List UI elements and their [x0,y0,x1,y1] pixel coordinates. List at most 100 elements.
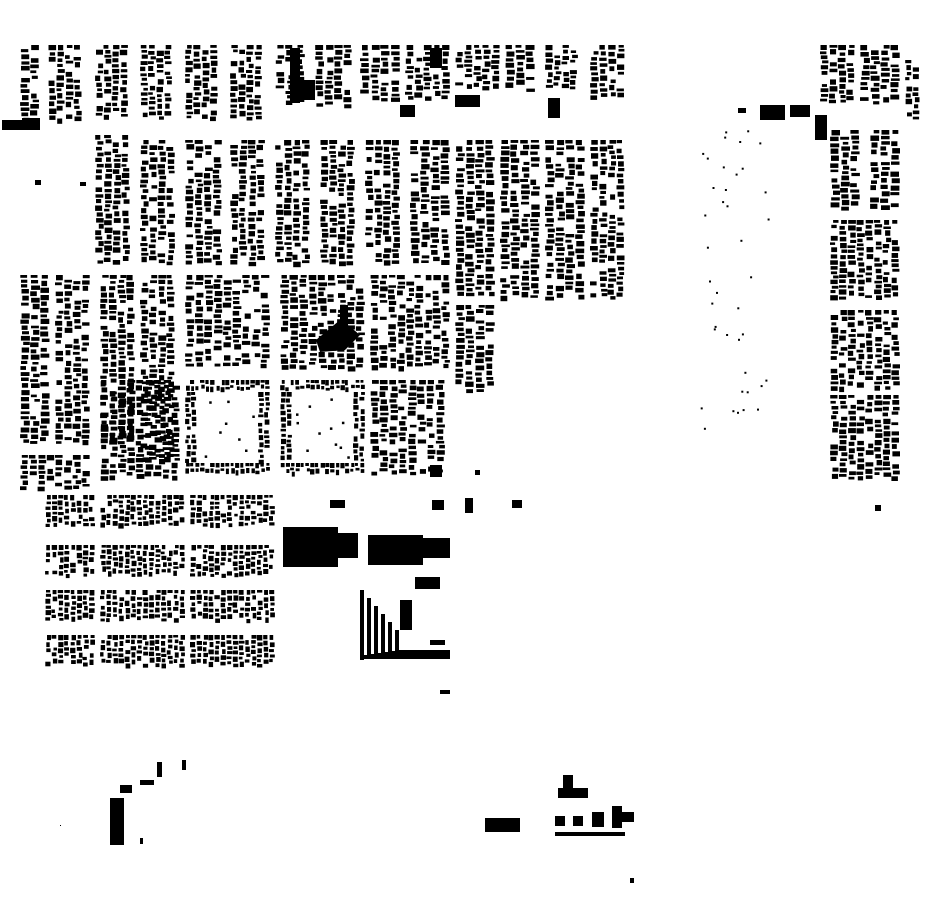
house-footprint [136,608,141,615]
house-footprint [179,641,183,645]
house-footprint [856,220,864,225]
house-footprint [81,434,90,439]
house-footprint [424,322,430,328]
house-footprint [476,174,482,179]
house-footprint [70,647,76,654]
house-footprint [457,211,465,217]
house-footprint [289,293,296,296]
house-footprint [112,86,119,91]
house-footprint [874,400,883,406]
house-footprint [203,339,211,343]
house-footprint [876,376,883,381]
house-footprint [357,344,364,350]
house-footprint [197,183,204,187]
house-footprint [530,157,540,162]
house-footprint [883,310,889,314]
house-footprint [195,300,201,305]
house-footprint [38,455,46,459]
house-footprint [111,409,118,415]
house-footprint [157,145,164,150]
house-footprint [466,196,473,203]
house-footprint [322,232,329,238]
house-footprint [432,325,440,329]
house-footprint [315,85,323,91]
house-footprint [71,660,76,664]
small-structure [741,167,744,170]
house-footprint [149,640,155,646]
house-footprint [883,418,891,425]
house-footprint [866,346,873,353]
house-footprint [190,607,196,612]
house-footprint [74,319,81,324]
house-footprint [82,423,90,428]
house-footprint [21,78,30,83]
house-footprint [486,363,493,369]
house-footprint [75,91,82,97]
house-footprint [161,602,167,606]
house-footprint [577,230,585,233]
house-footprint [161,635,166,639]
house-footprint [155,559,160,562]
house-footprint [464,74,473,78]
house-footprint [31,297,40,303]
house-footprint [399,453,406,459]
house-footprint [431,206,439,211]
house-footprint [555,237,564,242]
house-footprint [185,359,192,362]
house-footprint [346,353,355,359]
house-footprint [851,151,860,155]
house-footprint [100,310,108,315]
house-footprint [191,396,197,401]
house-footprint [872,94,880,99]
house-footprint [380,87,387,92]
house-footprint [485,150,492,156]
house-footprint [260,463,264,467]
house-footprint [40,353,50,358]
house-footprint [100,304,106,309]
house-footprint [521,195,529,200]
house-footprint [32,99,39,103]
house-footprint [391,470,397,475]
house-footprint [465,232,475,238]
large-building [622,812,634,822]
house-footprint [191,439,197,444]
house-footprint [104,240,112,244]
house-footprint [347,146,355,150]
house-footprint [151,354,156,359]
house-footprint [269,554,274,559]
house-footprint [870,75,880,81]
house-footprint [265,407,270,411]
house-footprint [109,315,117,321]
house-footprint [158,286,165,291]
house-footprint [600,88,608,92]
house-footprint [847,271,855,278]
house-footprint [383,254,390,259]
house-footprint [860,45,868,51]
house-footprint [214,329,223,334]
house-footprint [155,515,161,519]
house-footprint [457,200,464,205]
house-footprint [255,380,260,386]
house-footprint [230,145,238,149]
house-footprint [548,72,553,78]
house-footprint [398,389,407,394]
house-footprint [913,87,919,91]
house-footprint [70,590,75,595]
house-footprint [154,614,160,618]
house-footprint [73,378,78,382]
house-footprint [858,262,865,267]
house-footprint [838,45,846,51]
house-footprint [141,381,149,385]
house-footprint [173,594,178,599]
house-footprint [372,284,379,289]
house-footprint [112,102,118,107]
house-footprint [23,341,30,345]
house-footprint [848,428,856,434]
house-footprint [392,209,398,213]
house-footprint [348,275,355,278]
house-footprint [166,453,174,457]
house-footprint [456,305,465,311]
house-footprint [238,565,244,570]
house-footprint [874,229,882,235]
house-footprint [416,340,422,344]
